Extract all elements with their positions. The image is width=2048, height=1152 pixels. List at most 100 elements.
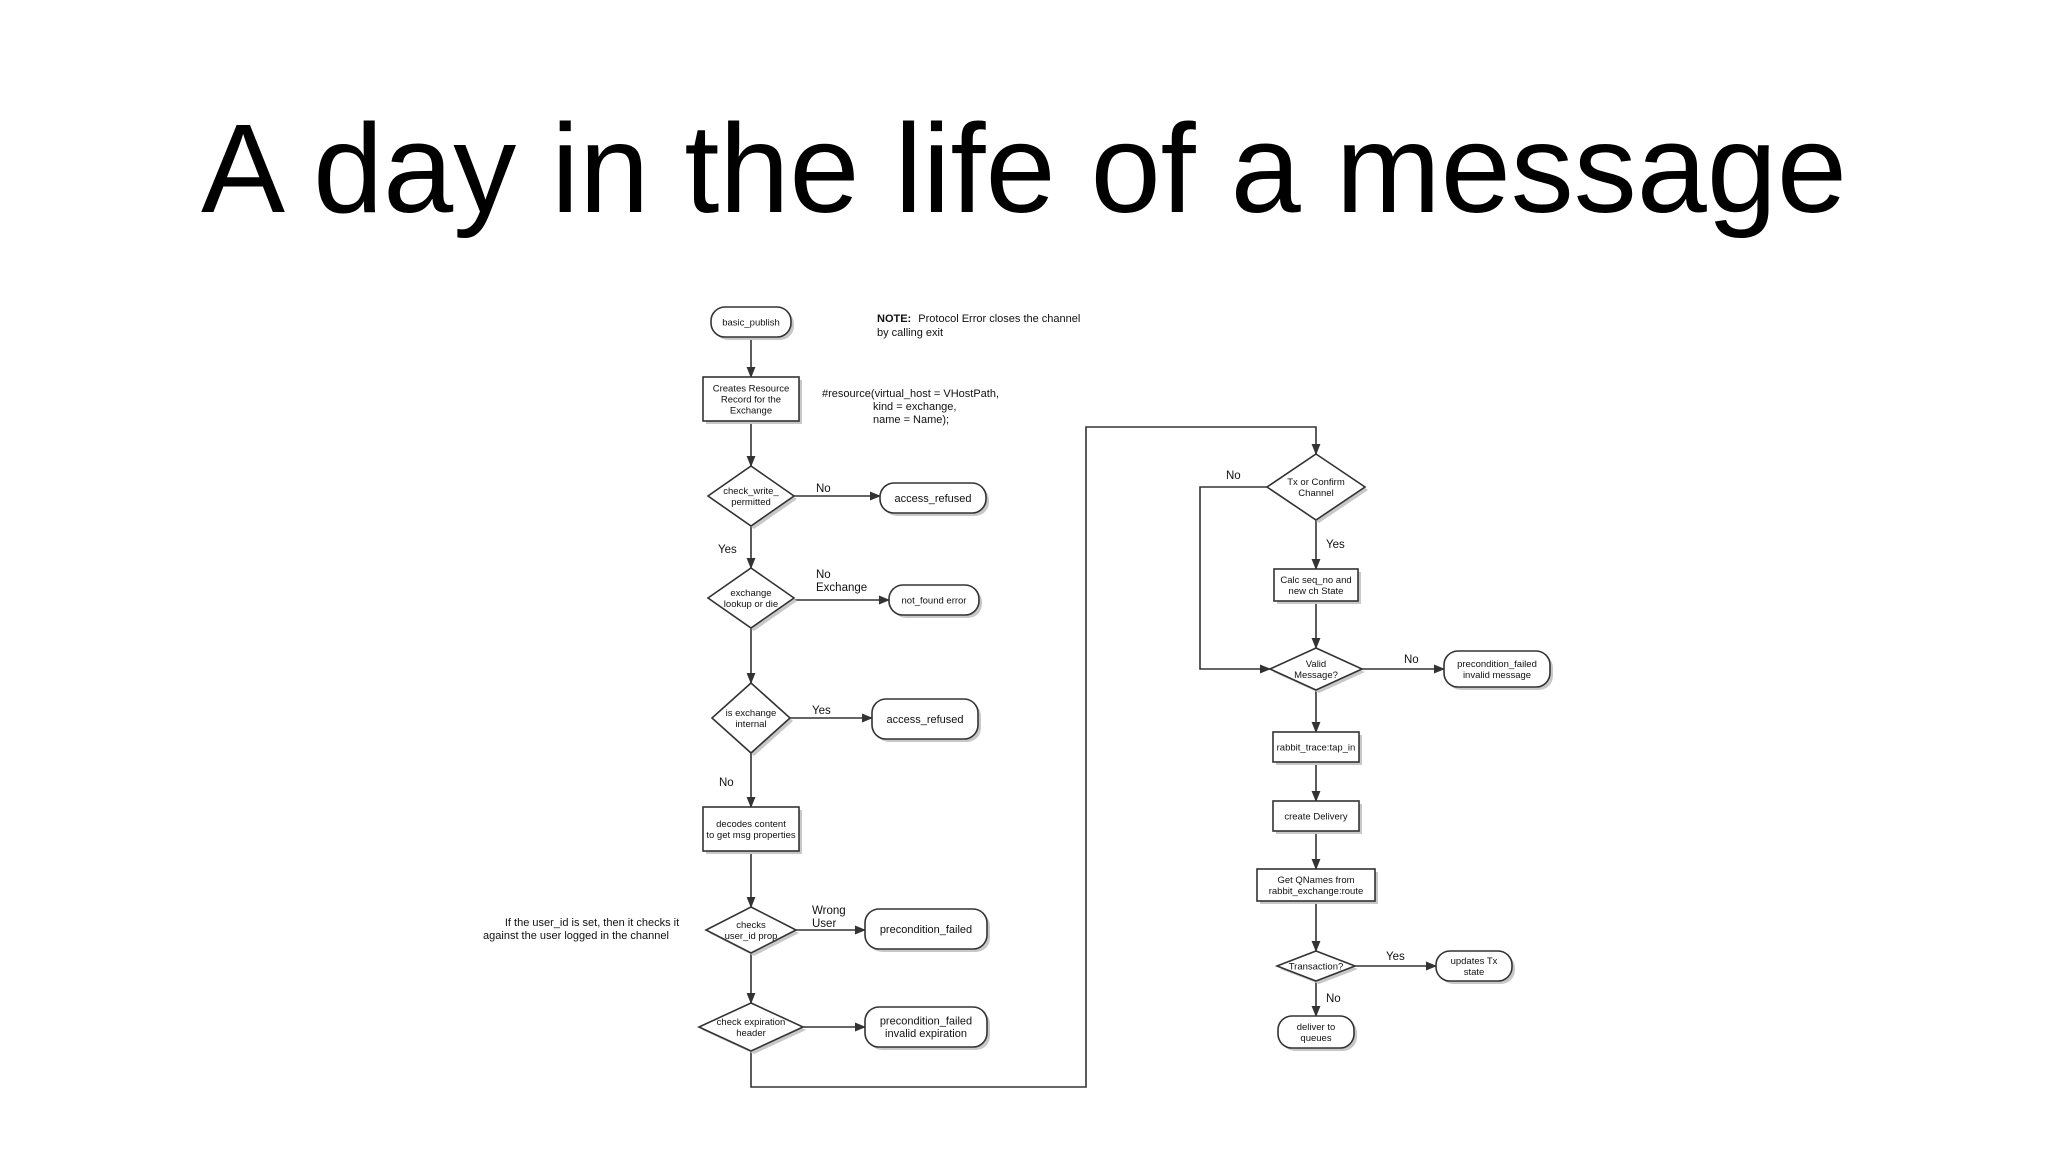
node-label: check_write_ <box>723 486 779 497</box>
process-shape <box>1273 568 1359 602</box>
protocol-note: NOTE: Protocol Error closes the channel <box>877 313 1080 325</box>
terminal-shape <box>1277 1015 1355 1049</box>
node-access-refused-1: access_refused <box>879 482 989 516</box>
node-label: access_refused <box>886 714 963 726</box>
node-check-write: check_write_permitted <box>706 465 797 529</box>
terminal-shape <box>864 908 988 950</box>
decision-shape <box>704 906 798 954</box>
node-label: precondition_failed <box>880 1016 972 1028</box>
edge-connector-to-tx <box>750 426 1321 1088</box>
node-label: user_id prop <box>725 931 778 942</box>
edge-label-exchange-no: No <box>816 569 831 581</box>
process-shape <box>1272 731 1360 763</box>
decision-shape <box>706 567 796 629</box>
process-shape <box>1256 868 1376 902</box>
decision-shape <box>706 465 796 527</box>
node-basic-publish: basic_publish <box>710 306 794 340</box>
decision-shape <box>1268 647 1364 691</box>
decision-shape <box>697 1002 805 1052</box>
node-access-refused-2: access_refused <box>871 698 981 742</box>
flowchart-labels: NoYesNoExchangeYesNoWrongUserNoYesNoYesN… <box>718 470 1419 1005</box>
node-label: precondition_failed <box>880 924 972 936</box>
node-label: decodes content <box>716 819 786 830</box>
node-transaction: Transaction? <box>1274 950 1358 984</box>
node-label: updates Tx <box>1451 956 1498 967</box>
node-label: not_found error <box>902 595 967 606</box>
decision-shape <box>1265 453 1367 521</box>
node-label: basic_publish <box>722 317 780 328</box>
edge-label-internal-yes: Yes <box>812 705 831 717</box>
edge-label-wrong-user: User <box>812 918 836 930</box>
node-rabbit-trace: rabbit_trace:tap_in <box>1272 731 1362 765</box>
node-not-found-error: not_found error <box>888 584 982 618</box>
node-label: is exchange <box>726 708 777 719</box>
edge-label-exchange-no: Exchange <box>816 582 867 594</box>
process-shape <box>1272 800 1360 832</box>
node-label: state <box>1464 967 1485 978</box>
node-label: rabbit_trace:tap_in <box>1277 742 1356 753</box>
node-label: to get msg properties <box>706 830 795 841</box>
decision-shape <box>710 681 792 755</box>
node-label: access_refused <box>894 493 971 505</box>
process-shape <box>702 376 800 422</box>
node-precondition-failed-1: precondition_failed <box>864 908 990 952</box>
node-label: precondition_failed <box>1457 659 1537 670</box>
user-id-note-line2: against the user logged in the channel <box>483 930 669 942</box>
node-label: Transaction? <box>1289 961 1344 972</box>
terminal-shape <box>1435 950 1513 982</box>
node-label: Get QNames from <box>1277 875 1354 886</box>
resource-code-line1: #resource(virtual_host = VHostPath, <box>822 388 999 400</box>
process-shape <box>702 806 800 852</box>
terminal-shape <box>888 584 980 616</box>
edge-label-check-write-yes: Yes <box>718 544 737 556</box>
node-label: Message? <box>1294 670 1338 681</box>
note-line1: Protocol Error closes the channel <box>918 313 1080 325</box>
node-label: Exchange <box>730 405 772 416</box>
edge-tx-no <box>1199 486 1272 674</box>
resource-code-line3: name = Name); <box>873 414 949 426</box>
terminal-shape <box>710 306 792 338</box>
slide-title: A day in the life of a message <box>201 98 1847 239</box>
edge-label-transaction-no: No <box>1326 993 1341 1005</box>
note-line2: by calling exit <box>877 327 943 339</box>
edge-label-tx-no: No <box>1226 470 1241 482</box>
flowchart-edges <box>746 337 1446 1088</box>
resource-code-line2: kind = exchange, <box>873 401 956 413</box>
terminal-shape <box>864 1006 988 1048</box>
decision-shape <box>1274 950 1358 982</box>
node-label: invalid expiration <box>885 1028 967 1040</box>
node-label: Channel <box>1298 488 1333 499</box>
edge-label-internal-no: No <box>719 777 734 789</box>
edge-label-transaction-yes: Yes <box>1386 951 1405 963</box>
node-label: lookup or die <box>724 599 778 610</box>
node-label: Valid <box>1306 659 1326 670</box>
node-label: rabbit_exchange:route <box>1269 886 1364 897</box>
node-label: deliver to <box>1297 1022 1336 1033</box>
edge-label-tx-yes: Yes <box>1326 539 1345 551</box>
node-label: Record for the <box>721 394 781 405</box>
terminal-shape <box>879 482 987 514</box>
edge-label-valid-no: No <box>1404 654 1419 666</box>
terminal-shape <box>1443 650 1551 688</box>
node-label: checks <box>736 920 766 931</box>
node-label: create Delivery <box>1284 811 1348 822</box>
node-label: new ch State <box>1289 586 1344 597</box>
node-label: Creates Resource <box>713 383 790 394</box>
node-label: check expiration <box>717 1017 786 1028</box>
node-label: header <box>736 1028 766 1039</box>
terminal-shape <box>871 698 979 740</box>
node-label: internal <box>735 719 766 730</box>
